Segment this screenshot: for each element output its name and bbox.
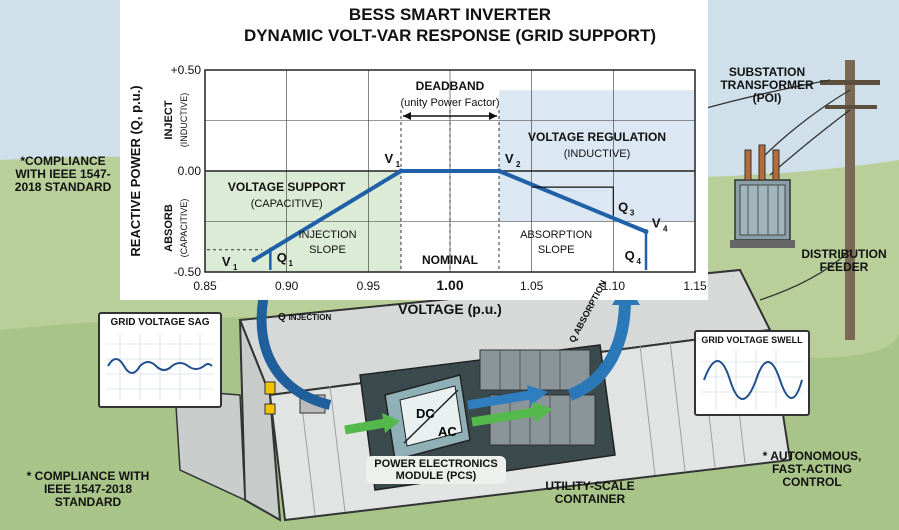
injection-slope-label: INJECTION — [298, 229, 356, 241]
x-tick-label: 0.85 — [193, 279, 217, 293]
inject-sublabel: (INDUCTIVE) — [179, 93, 189, 148]
pcs-module: DC AC — [384, 374, 471, 461]
v4-sub: 4 — [663, 225, 668, 234]
support-title: VOLTAGE SUPPORT — [228, 180, 346, 194]
compliance-note-top: *COMPLIANCE WITH IEEE 1547- 2018 STANDAR… — [14, 154, 112, 195]
y-tick-label: 0.00 — [178, 164, 202, 178]
flow-arrow-icon — [344, 418, 386, 435]
flow-arrow-icon — [471, 407, 536, 427]
regulation-title: VOLTAGE REGULATION — [528, 130, 666, 144]
sag-wave-icon — [106, 334, 214, 400]
v4-label: V — [652, 216, 661, 231]
q4-sub: 4 — [636, 257, 641, 266]
inject-label: INJECT — [163, 100, 175, 139]
title-line-1: BESS SMART INVERTER — [348, 5, 552, 24]
substation-label: SUBSTATION TRANSFORMER (POI) — [720, 65, 814, 106]
y-tick-label: +0.50 — [171, 63, 202, 77]
x-tick-label: 0.90 — [275, 279, 299, 293]
feeder-label: DISTRIBUTION FEEDER — [801, 247, 887, 275]
compliance-note-bottom: * COMPLIANCE WITH IEEE 1547-2018 STANDAR… — [26, 469, 150, 510]
v1-label: V — [384, 151, 393, 166]
swell-wave-icon — [702, 350, 803, 410]
deadband-arrow-left-icon — [403, 112, 411, 120]
regulation-subtitle: (INDUCTIVE) — [564, 148, 631, 160]
dc-label: DC — [416, 406, 435, 421]
v1-sub: 1 — [396, 160, 401, 169]
title-line-2: DYNAMIC VOLT-VAR RESPONSE (GRID SUPPORT) — [243, 26, 657, 45]
v1-low-label: V — [222, 254, 231, 269]
v2-label: V — [505, 151, 514, 166]
q1-sub: 1 — [289, 259, 294, 268]
absorption-slope-label: ABSORPTION — [520, 229, 592, 241]
x-tick-label: 0.95 — [357, 279, 381, 293]
y-tick-label: -0.50 — [174, 265, 202, 279]
grid-voltage-sag-panel: GRID VOLTAGE SAG — [98, 312, 222, 408]
absorb-label: ABSORB — [163, 204, 175, 252]
absorption-slope-label: SLOPE — [538, 244, 575, 256]
curve-point — [496, 168, 502, 174]
substation-transformer — [730, 144, 795, 248]
autonomous-label: * AUTONOMOUS, FAST-ACTING CONTROL — [762, 449, 862, 490]
deadband-subtitle: (unity Power Factor) — [400, 97, 499, 109]
curve-point — [251, 257, 257, 263]
q-absorption-arrow — [567, 299, 631, 401]
x-tick-label: 1.00 — [436, 277, 463, 293]
q4-label: Q — [625, 248, 635, 263]
q3-label: Q — [618, 199, 628, 214]
q-injection-label: Q INJECTION — [278, 312, 332, 323]
volt-var-chart: 0.85 0.90 0.95 1.00 1.05 1.10 1.15 +0.50 0.00 -0.… — [128, 63, 707, 317]
container-label: UTILITY-SCALE CONTAINER — [545, 479, 635, 507]
ac-label: AC — [438, 424, 457, 439]
x-tick-label: 1.15 — [683, 279, 707, 293]
volt-var-curve — [252, 169, 647, 262]
q1-label: Q — [277, 250, 287, 265]
flow-arrow-icon — [467, 390, 531, 410]
v2-sub: 2 — [516, 160, 521, 169]
grid-voltage-swell-panel: GRID VOLTAGE SWELL — [694, 330, 810, 416]
x-tick-label: 1.10 — [602, 279, 626, 293]
deadband-title: DEADBAND — [416, 79, 485, 93]
nominal-label: NOMINAL — [422, 253, 478, 267]
deadband-arrow-right-icon — [489, 112, 497, 120]
q3-arrow — [531, 186, 614, 216]
x-axis-title: VOLTAGE (p.u.) — [398, 301, 502, 317]
v1-low-sub: 1 — [233, 263, 238, 272]
pcs-label: POWER ELECTRONICS MODULE (PCS) — [366, 456, 506, 485]
support-subtitle: (CAPACITIVE) — [251, 198, 323, 210]
curve-point — [398, 168, 404, 174]
y-axis-title: REACTIVE POWER (Q, p.u.) — [128, 85, 143, 256]
q3-sub: 3 — [630, 208, 635, 217]
injection-slope-label: SLOPE — [309, 244, 346, 256]
absorb-sublabel: (CAPACITIVE) — [179, 199, 189, 258]
x-tick-label: 1.05 — [520, 279, 544, 293]
